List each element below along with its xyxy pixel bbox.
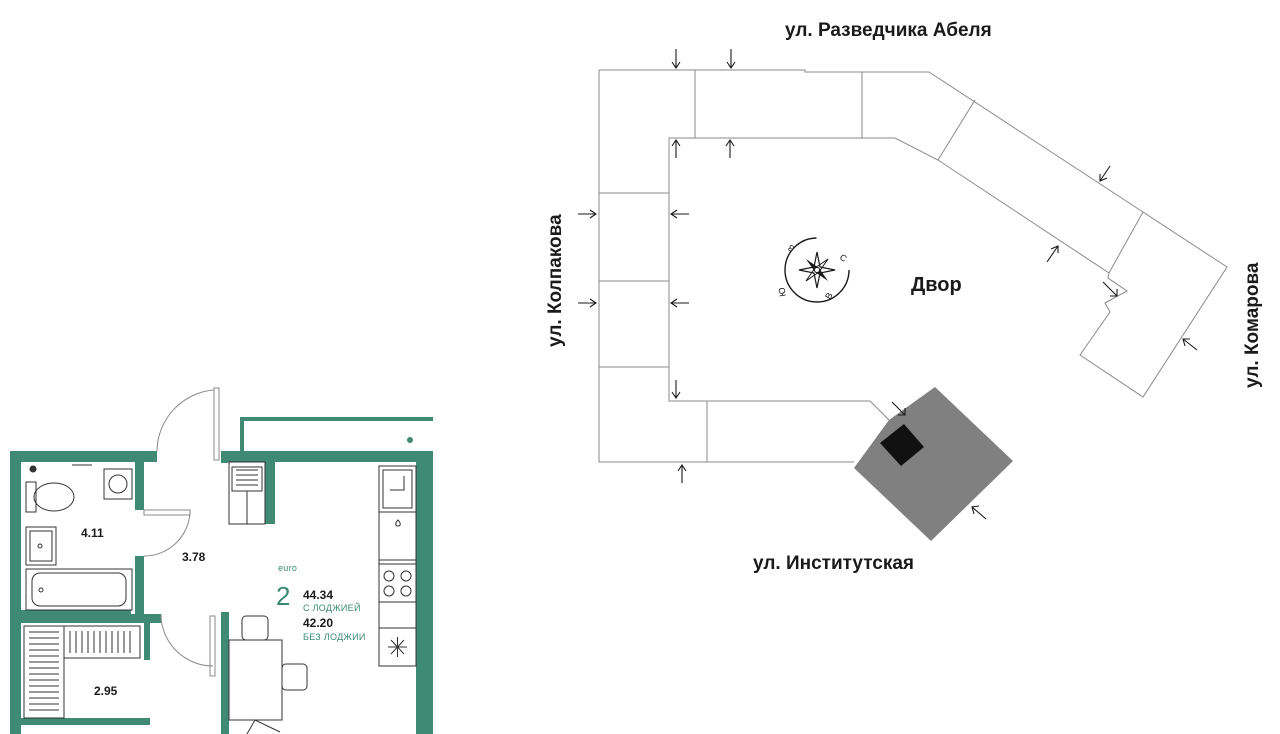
washing-machine-icon [72, 464, 133, 500]
highlighted-section[interactable] [854, 387, 1013, 541]
arrow-icon [578, 298, 597, 308]
room-area-bedroom: 2.95 [94, 684, 118, 698]
site-plan: С В Ю З Двор ул. Разведчика Абеля ул. Ин… [545, 20, 1263, 574]
arrow-icon [578, 209, 597, 219]
area-without-loggia: 42.20 [303, 616, 333, 630]
yard-label: Двор [911, 274, 962, 296]
arrow-icon [670, 298, 689, 308]
street-north-label: ул. Разведчика Абеля [785, 20, 992, 41]
radiator-icon [23, 625, 65, 719]
arrow-icon [677, 464, 687, 483]
with-loggia-label: С ЛОДЖИЕЙ [303, 602, 361, 613]
fridge-icon [378, 627, 417, 667]
arrow-icon [725, 139, 735, 158]
arrow-icon [671, 49, 681, 69]
arrow-icon [671, 139, 681, 158]
street-west-label: ул. Колпакова [545, 214, 566, 347]
street-east-label: ул. Комарова [1242, 262, 1263, 388]
stove-icon [378, 563, 417, 603]
area-with-loggia: 44.34 [303, 588, 333, 602]
class-label: euro [278, 563, 297, 573]
apartment-floor-plan: 4.11 3.78 2.95 euro 2 44.34 С ЛОДЖИЕЙ 42… [10, 387, 433, 734]
doors [143, 387, 220, 677]
compass-rose-icon: С В Ю З [777, 237, 850, 303]
radiator-icon [228, 461, 266, 525]
arrow-icon [891, 401, 906, 416]
room-area-bathroom: 4.11 [81, 526, 104, 540]
arrow-icon [1046, 245, 1059, 263]
compass-north: С [838, 252, 849, 264]
radiator-icon [63, 625, 141, 659]
compass-east: В [823, 291, 835, 301]
toilet-icon [25, 481, 75, 513]
rooms-count: 2 [276, 581, 290, 611]
section-entrance-marker [880, 424, 924, 466]
street-south-label: ул. Институтская [753, 553, 914, 574]
fixtures [23, 437, 417, 734]
room-area-hall: 3.78 [182, 550, 206, 564]
compass-west: З [786, 243, 796, 254]
light-dot-icon [407, 437, 413, 443]
arrow-icon [1102, 281, 1118, 297]
arrow-icon [671, 380, 681, 399]
building-outline [598, 69, 1228, 463]
arrow-icon [726, 49, 736, 69]
walls [10, 417, 433, 734]
arrow-icon [1099, 165, 1111, 182]
entrance-arrows [578, 49, 1198, 520]
sink-icon [25, 526, 57, 566]
dining-table-icon [228, 615, 308, 734]
arrow-icon [1182, 338, 1198, 351]
light-dot-icon [29, 465, 37, 473]
arrow-icon [670, 209, 689, 219]
arrow-icon [971, 505, 987, 520]
compass-south: Ю [777, 287, 788, 298]
bathtub-icon [25, 568, 133, 611]
apartment-summary: euro 2 44.34 С ЛОДЖИЕЙ 42.20 БЕЗ ЛОДЖИИ [276, 563, 366, 642]
without-loggia-label: БЕЗ ЛОДЖИИ [303, 632, 366, 642]
kitchen-counter-icon [378, 465, 417, 667]
